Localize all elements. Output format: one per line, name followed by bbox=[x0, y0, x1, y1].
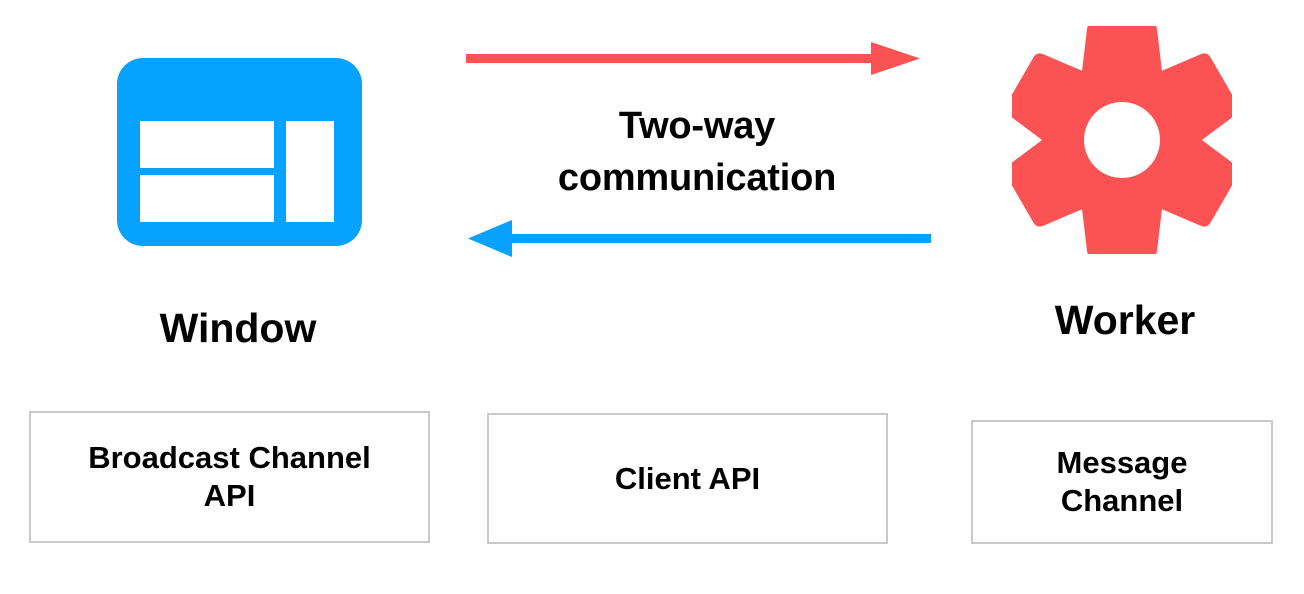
api-box-label: Message Channel bbox=[1056, 445, 1188, 518]
node-label-worker: Worker bbox=[1054, 297, 1196, 343]
arrow-worker-to-window bbox=[460, 216, 935, 260]
gear-icon bbox=[1004, 22, 1240, 258]
api-box-broadcast-channel-api: Broadcast Channel API bbox=[29, 411, 430, 543]
caption-line-1: Two-way bbox=[618, 105, 776, 147]
caption-line-2: communication bbox=[557, 157, 837, 200]
api-box-client-api: Client API bbox=[487, 413, 888, 544]
arrow-window-to-worker bbox=[460, 38, 930, 82]
api-box-label: Client API bbox=[614, 460, 761, 496]
api-box-label: Broadcast Channel API bbox=[88, 440, 371, 513]
browser-window-icon bbox=[117, 58, 362, 246]
api-box-message-channel: Message Channel bbox=[971, 420, 1273, 544]
center-caption: Two-way communication bbox=[497, 100, 897, 205]
node-label-window: Window bbox=[159, 305, 317, 351]
